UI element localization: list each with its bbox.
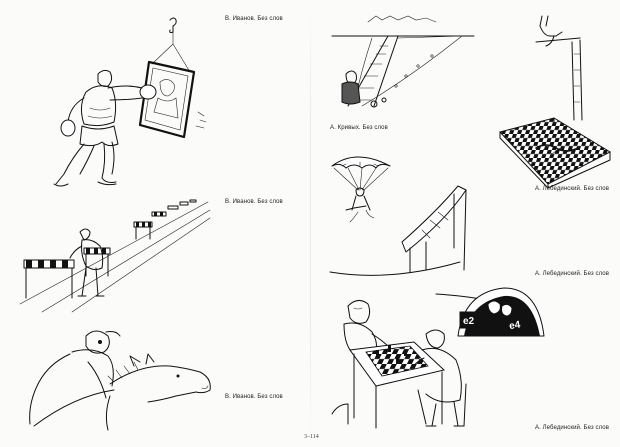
caption-lebedinsky-2: А. Лебединский. Без слов [535, 271, 609, 277]
boxer-punching-portrait-cartoon [18, 12, 218, 197]
book-spine [310, 0, 311, 447]
caption-ivanov-2: В. Иванов. Без слов [225, 199, 283, 205]
chess-move-tunnel-cartoon: e2 e4 [436, 282, 548, 340]
railway-horizon-cartoon [328, 14, 488, 114]
jockey-horse-cartoon [14, 322, 214, 434]
chess-label-e4: e4 [509, 320, 522, 333]
diving-chessboard-cartoon [496, 14, 616, 188]
caption-krivykh: А. Кривых. Без слов [330, 125, 388, 131]
hurdle-row [24, 200, 196, 298]
caption-ivanov-1: В. Иванов. Без слов [225, 16, 283, 22]
chess-players-cartoon [326, 294, 476, 434]
page-number: 3–114 [304, 434, 319, 440]
hurdles-inspector-cartoon [12, 196, 212, 314]
caption-lebedinsky-3: А. Лебединский. Без слов [535, 425, 609, 431]
ski-ramp-cartoon [330, 182, 480, 282]
caption-ivanov-3: В. Иванов. Без слов [225, 394, 283, 400]
caption-lebedinsky-1: А. Лебединский. Без слов [535, 186, 609, 192]
chess-label-e2: e2 [463, 316, 475, 327]
parachutist-cartoon [326, 150, 406, 230]
